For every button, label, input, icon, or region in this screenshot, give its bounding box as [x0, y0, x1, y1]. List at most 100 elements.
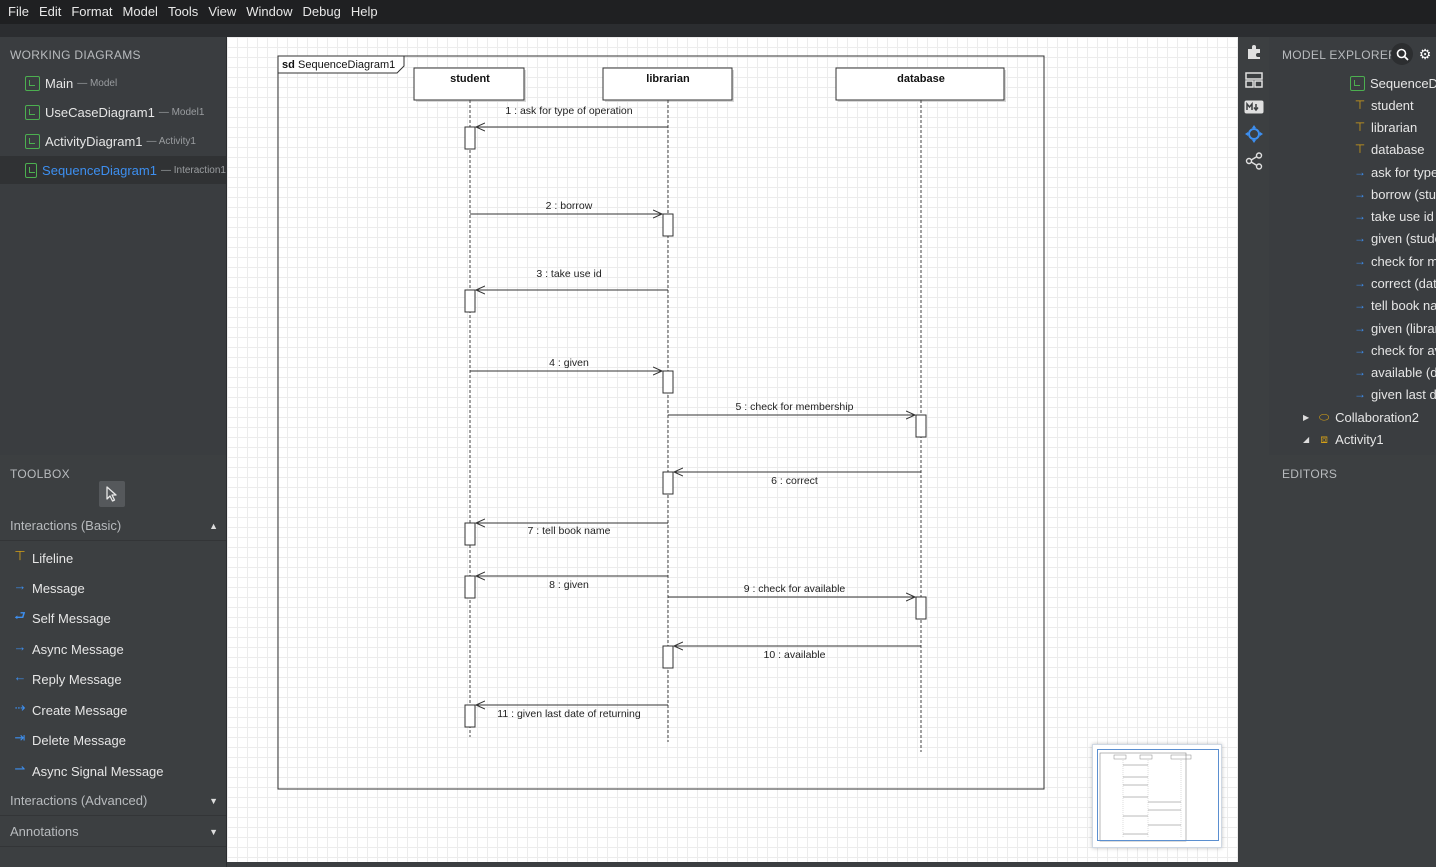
tree-item-lifeline-database[interactable]: ⊤ database [1353, 138, 1425, 160]
navigator-crosshair-icon[interactable] [1243, 123, 1264, 144]
menu-model[interactable]: Model [122, 4, 158, 19]
message-5[interactable]: 5 : check for membership [668, 401, 915, 415]
message-8[interactable]: 8 : given [476, 576, 668, 591]
tool-create-message[interactable]: ⇢ Create Message [0, 695, 226, 725]
layout-panels-icon[interactable] [1243, 69, 1264, 90]
canvas-bottom-bar [227, 862, 1238, 867]
message-9[interactable]: 9 : check for available [668, 583, 915, 597]
tool-message[interactable]: → Message [0, 573, 226, 603]
tree-item-message[interactable]: → given (librar [1353, 317, 1436, 339]
menu-view[interactable]: View [208, 4, 237, 19]
tree-item-message[interactable]: → given last da [1353, 383, 1436, 405]
lifeline-librarian[interactable]: librarian [602, 67, 734, 742]
menu-tools[interactable]: Tools [167, 4, 199, 19]
section-label: Interactions (Advanced) [10, 793, 148, 808]
tree-item-message[interactable]: → tell book na [1353, 294, 1436, 316]
working-diagram-main[interactable]: Main — Model [0, 69, 226, 97]
tool-label: Message [32, 580, 85, 596]
tree-label: SequenceDi [1370, 75, 1436, 91]
lifeline-student[interactable]: student [413, 67, 526, 737]
diagram-icon [25, 133, 40, 149]
message-1[interactable]: 1 : ask for type of operation [476, 105, 668, 127]
activation-bar[interactable] [464, 575, 476, 599]
search-icon[interactable] [1391, 43, 1413, 65]
menu-help[interactable]: Help [350, 4, 378, 19]
extensions-puzzle-icon[interactable] [1243, 41, 1264, 62]
activation-bar[interactable] [662, 645, 674, 669]
section-annotations[interactable]: Annotations ▼ [0, 817, 226, 847]
message-10[interactable]: 10 : available [674, 646, 921, 661]
message-4[interactable]: 4 : given [470, 357, 662, 371]
tree-item-lifeline-librarian[interactable]: ⊤ librarian [1353, 116, 1417, 138]
tool-async-signal-message[interactable]: ⇀ Async Signal Message [0, 756, 226, 786]
section-interactions-advanced[interactable]: Interactions (Advanced) ▼ [0, 786, 226, 816]
expand-arrow-icon[interactable]: ▶ [1303, 412, 1310, 422]
minimap-preview [1099, 752, 1192, 842]
message-11[interactable]: 11 : given last date of returning [476, 705, 668, 720]
interaction-frame[interactable]: sd SequenceDiagram1 [277, 55, 1045, 790]
activation-bar[interactable] [464, 522, 476, 546]
section-label: Annotations [10, 824, 79, 839]
tree-item-activity[interactable]: ◢ ⧈ Activity1 [1303, 428, 1384, 450]
activation-bar[interactable] [464, 704, 476, 728]
share-icon[interactable] [1243, 150, 1264, 171]
tool-lifeline[interactable]: ⊤ Lifeline [0, 543, 226, 573]
tool-label: Delete Message [32, 732, 126, 748]
activation-bar[interactable] [662, 370, 674, 394]
gear-icon[interactable]: ⚙ [1418, 45, 1432, 62]
activation-bar[interactable] [915, 596, 927, 620]
tree-item-message[interactable]: → given (stude [1353, 227, 1436, 249]
tree-item-lifeline-student[interactable]: ⊤ student [1353, 94, 1414, 116]
lifeline-head[interactable] [413, 67, 525, 101]
diagram-canvas[interactable]: sd SequenceDiagram1 student librarian data… [227, 37, 1238, 862]
select-pointer-button[interactable] [99, 481, 125, 507]
working-diagram-usecase[interactable]: UseCaseDiagram1 — Model1 [0, 98, 226, 126]
message-3[interactable]: 3 : take use id [476, 268, 668, 290]
collapse-arrow-icon[interactable]: ◢ [1303, 434, 1310, 444]
message-6[interactable]: 6 : correct [674, 472, 921, 487]
section-interactions-basic[interactable]: Interactions (Basic) ▲ [0, 511, 226, 541]
markdown-icon[interactable] [1243, 96, 1264, 117]
sequence-diagram[interactable]: sd SequenceDiagram1 student librarian data… [227, 37, 1238, 862]
tree-item-message[interactable]: → ask for type [1353, 161, 1436, 183]
minimap-viewport[interactable] [1097, 749, 1219, 841]
tree-item-collaboration[interactable]: ▶ ⬭ Collaboration2 [1303, 406, 1419, 428]
menu-debug[interactable]: Debug [302, 4, 341, 19]
tree-item-message[interactable]: → take use id ( [1353, 205, 1436, 227]
minimap[interactable] [1092, 744, 1222, 848]
tool-self-message[interactable]: ⮐ Self Message [0, 603, 226, 633]
tool-delete-message[interactable]: ⇥ Delete Message [0, 725, 226, 755]
tree-item-message[interactable]: → available (da [1353, 361, 1436, 383]
message-label: 1 : ask for type of operation [505, 105, 632, 117]
menu-edit[interactable]: Edit [38, 4, 62, 19]
message-label: 5 : check for membership [736, 401, 854, 413]
menu-window[interactable]: Window [246, 4, 293, 19]
working-diagram-activity[interactable]: ActivityDiagram1 — Activity1 [0, 127, 226, 155]
tree-item-sequence-diagram[interactable]: SequenceDi [1350, 72, 1436, 94]
message-7[interactable]: 7 : tell book name [476, 523, 668, 537]
delete-message-icon: ⇥ [14, 730, 26, 745]
tree-item-message[interactable]: → check for av [1353, 339, 1436, 361]
tree-item-message[interactable]: → check for me [1353, 250, 1436, 272]
menu-format[interactable]: Format [71, 4, 113, 19]
lifeline-database[interactable]: database [835, 67, 1006, 752]
menu-file[interactable]: File [8, 4, 29, 19]
activation-bar[interactable] [915, 414, 927, 438]
message-icon: → [1354, 276, 1366, 290]
tree-item-message[interactable]: → borrow (stu [1353, 183, 1436, 205]
lifeline-icon: ⊤ [1354, 120, 1366, 134]
tool-reply-message[interactable]: ← Reply Message [0, 664, 226, 694]
reply-message-icon: ← [13, 669, 27, 684]
lifeline-head[interactable] [602, 67, 733, 101]
lifeline-icon: ⊤ [1354, 98, 1366, 112]
tool-async-message[interactable]: → Async Message [0, 634, 226, 664]
lifeline-head[interactable] [835, 67, 1005, 101]
activation-bar[interactable] [464, 126, 476, 150]
working-diagram-sequence[interactable]: SequenceDiagram1 — Interaction1 [0, 156, 226, 184]
tree-item-message[interactable]: → correct (data [1353, 272, 1436, 294]
message-label: 6 : correct [771, 475, 818, 487]
activation-bar[interactable] [662, 471, 674, 495]
activation-bar[interactable] [464, 289, 476, 313]
message-2[interactable]: 2 : borrow [470, 200, 662, 214]
activation-bar[interactable] [662, 213, 674, 237]
